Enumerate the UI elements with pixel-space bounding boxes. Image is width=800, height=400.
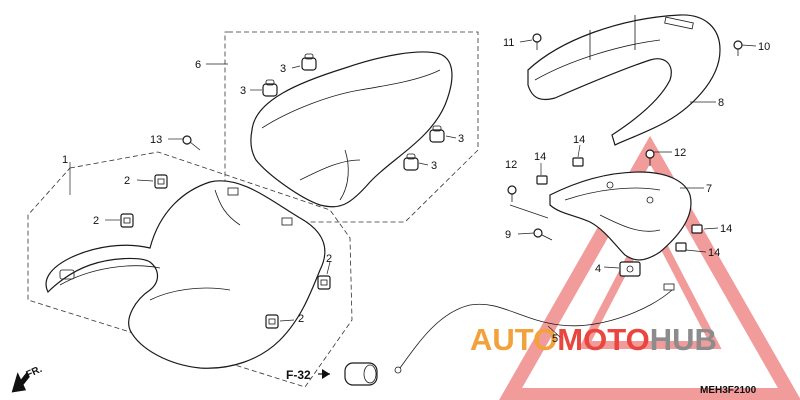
bolt-13 <box>182 135 201 151</box>
clip-2a <box>154 174 168 189</box>
bolt-12b <box>645 149 655 166</box>
rider-seat-group-frame <box>27 151 353 388</box>
callout-2c: 2 <box>326 253 332 265</box>
callout-12a: 12 <box>505 159 517 171</box>
callout-10: 10 <box>758 41 770 53</box>
nut-14a <box>536 175 548 185</box>
callout-1: 1 <box>62 154 68 166</box>
nut-14d <box>675 242 687 252</box>
cushion-3b <box>262 79 278 97</box>
front-direction-arrow-icon <box>11 372 30 393</box>
cushion-3d <box>403 153 419 171</box>
watermark-moto: MOTO <box>557 322 649 357</box>
callout-3d: 3 <box>431 160 437 172</box>
screw-10 <box>733 40 743 56</box>
cushion-3a <box>301 53 317 71</box>
callout-8: 8 <box>718 97 724 109</box>
watermark-hub: HUB <box>650 322 717 357</box>
callout-14d: 14 <box>708 247 720 259</box>
diagram-code: MEH3F2100 <box>700 385 757 396</box>
reference-arrow-icon <box>318 369 330 379</box>
callout-14b: 14 <box>573 134 585 146</box>
screw-11 <box>532 33 542 50</box>
callout-11: 11 <box>503 37 514 49</box>
callout-7: 7 <box>706 183 712 195</box>
nut-14c <box>691 224 703 234</box>
reference-label: F-32 <box>286 368 311 382</box>
watermark-triangle-icon <box>499 135 800 400</box>
leader-lines <box>69 39 757 338</box>
callout-14c: 14 <box>720 223 732 235</box>
callout-14a: 14 <box>534 151 546 163</box>
grab-bracket <box>549 171 692 261</box>
callout-5: 5 <box>552 333 558 345</box>
nut-14b <box>572 157 584 167</box>
direction-label: FR. <box>25 364 44 381</box>
callout-3c: 3 <box>458 133 464 145</box>
callout-2d: 2 <box>298 313 304 325</box>
key-cylinder <box>344 362 378 386</box>
seat-lock-cable <box>394 283 675 374</box>
callout-4: 4 <box>595 263 601 275</box>
callout-6: 6 <box>195 59 201 71</box>
bolt-12a <box>507 185 517 202</box>
watermark-logo <box>499 135 800 400</box>
passenger-seat-group-frame <box>224 31 479 223</box>
callout-2b: 2 <box>93 215 99 227</box>
seat-lock <box>619 261 641 277</box>
cushion-3c <box>429 125 445 143</box>
rider-seat <box>45 180 326 369</box>
watermark-inner-triangle-icon <box>578 211 722 349</box>
callout-3a: 3 <box>280 63 286 75</box>
clip-2b <box>120 213 134 228</box>
bolt-9 <box>533 228 553 241</box>
clip-2d <box>265 314 279 329</box>
passenger-seat <box>250 51 453 208</box>
watermark-text: AUTOMOTOHUB <box>470 322 717 357</box>
callout-12b: 12 <box>674 147 686 159</box>
callout-9: 9 <box>505 229 511 241</box>
callout-2a: 2 <box>124 175 130 187</box>
watermark-auto: AUTO <box>470 322 557 357</box>
clip-2c <box>317 275 331 290</box>
callout-13: 13 <box>150 134 162 146</box>
callout-3b: 3 <box>240 85 246 97</box>
seat-cowl <box>527 14 721 146</box>
